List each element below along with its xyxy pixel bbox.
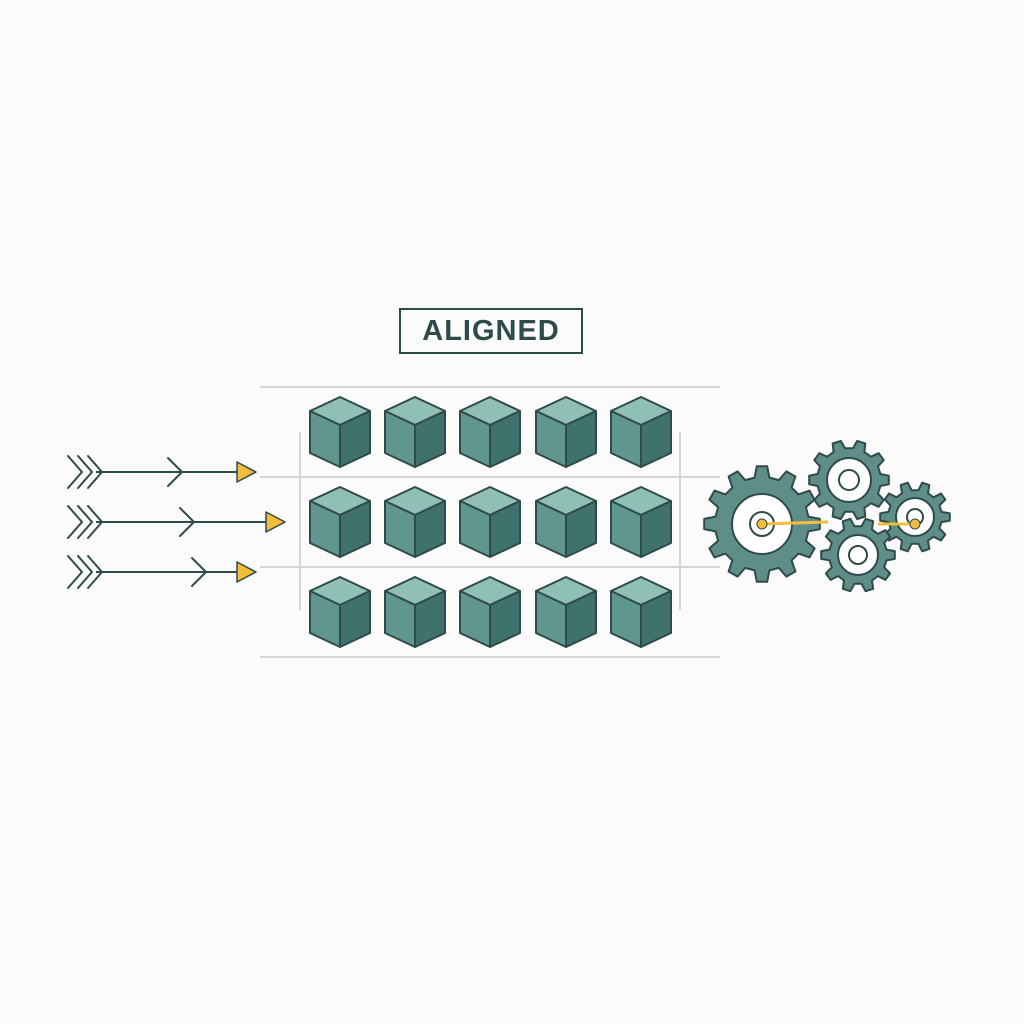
connector-lines [756,518,921,530]
cube-icon [535,486,597,558]
block-grid [309,396,672,648]
chevron-arrow-icon [67,505,286,539]
chevron-arrow-icon [67,455,257,489]
cube-icon [309,396,371,468]
cube-icon [384,486,446,558]
gear-cluster [703,439,951,593]
gear-icon [808,439,890,521]
cube-icon [459,576,521,648]
gear-icon [820,517,896,593]
cube-icon [459,486,521,558]
gear-icon [879,481,951,553]
grid-lines [260,386,720,658]
cube-icon [384,396,446,468]
cube-icon [610,576,672,648]
title-box: ALIGNED [399,308,583,354]
title-label: ALIGNED [422,314,560,347]
cube-icon [309,576,371,648]
connector-dot [756,518,768,530]
input-arrows [67,455,286,589]
cube-icon [610,486,672,558]
cube-icon [535,576,597,648]
cube-icon [384,576,446,648]
cube-icon [535,396,597,468]
cube-icon [459,396,521,468]
connector-dot [909,518,921,530]
cube-icon [309,486,371,558]
cube-icon [610,396,672,468]
chevron-arrow-icon [67,555,257,589]
